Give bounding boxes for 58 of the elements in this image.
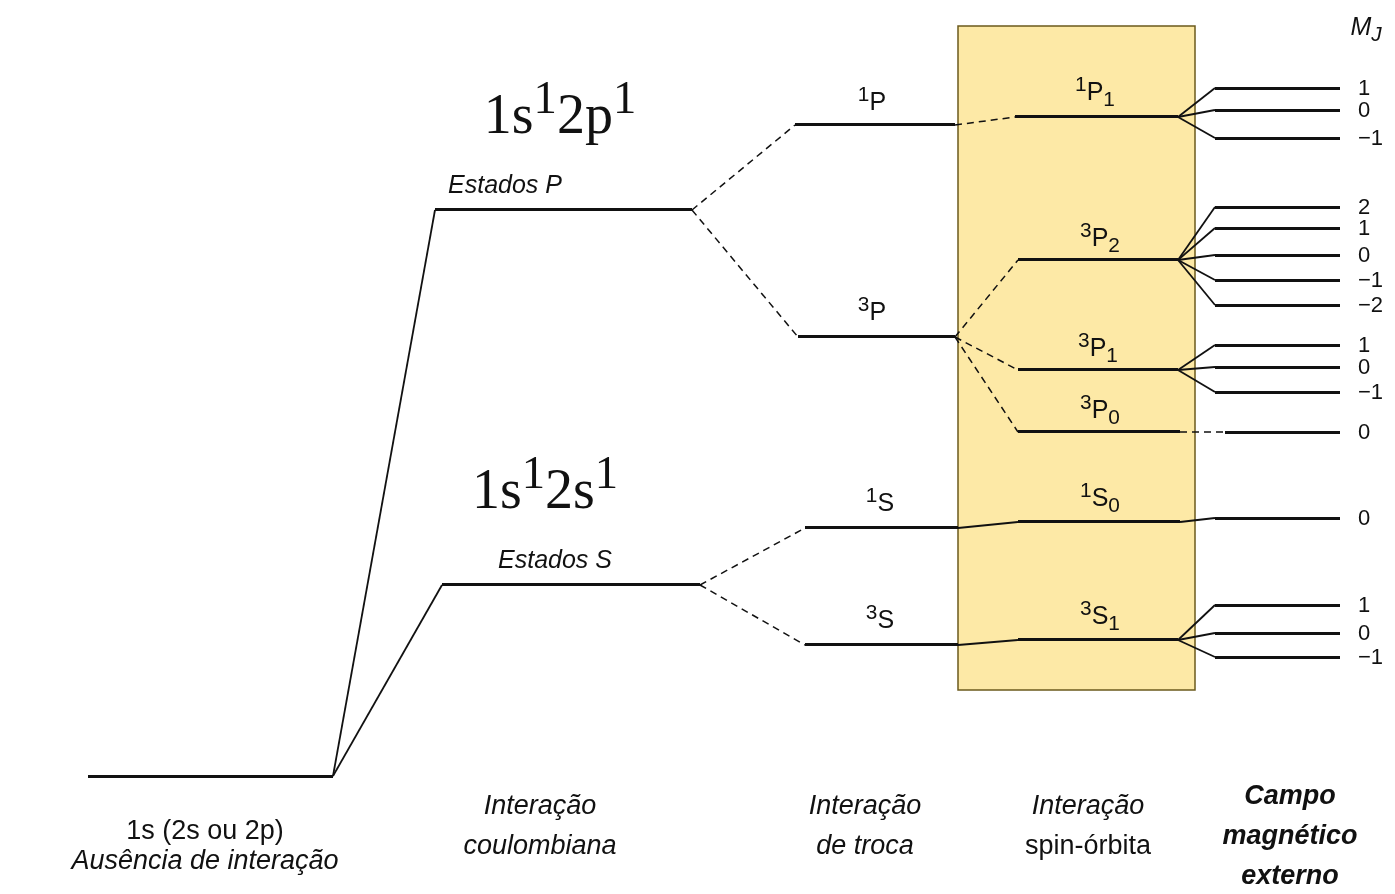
connector-line (332, 584, 443, 777)
dashed-connector (1179, 431, 1226, 433)
connector-line (1177, 369, 1216, 393)
connector-line (957, 521, 1019, 529)
quantum-number: −1 (1358, 125, 1384, 151)
quantum-number: 1 (1358, 592, 1371, 618)
term-symbol: $^{3}$P (857, 292, 887, 327)
quantum-number: −1 (1358, 267, 1384, 293)
connector-line (1177, 259, 1216, 306)
connector-line (1177, 366, 1216, 371)
term-symbol: $^{1}$S$_{0}$ (1080, 478, 1120, 518)
connector-line (1177, 604, 1216, 641)
dashed-connector (699, 584, 806, 646)
column-caption: Campo magnético externo (1221, 779, 1359, 892)
quantum-number: 0 (1358, 505, 1371, 531)
term-symbol: $^{1}$P$_{1}$ (1075, 72, 1115, 112)
level-group-label: Estados S (498, 545, 612, 574)
dashed-connector (691, 124, 796, 211)
quantum-number: 0 (1358, 242, 1371, 268)
connector-line (1177, 632, 1216, 641)
connector-line (1177, 87, 1216, 118)
connector-line (1179, 517, 1216, 523)
dashed-connector (954, 336, 1019, 433)
dashed-connector (691, 209, 799, 338)
connector-line (1177, 259, 1216, 281)
connector-line (1177, 227, 1216, 261)
column-caption: Interação de troca (807, 789, 923, 862)
column-caption: Interação spin-órbita (1023, 789, 1153, 862)
connector-line (1177, 254, 1216, 261)
connector-line (332, 209, 436, 777)
column-caption: Interação coulombiana (462, 789, 618, 862)
connector-line (1177, 344, 1216, 371)
term-symbol: $^{3}$P$_{1}$ (1078, 328, 1118, 368)
term-symbol: $^{1}$S (865, 483, 895, 518)
connector-line (1177, 639, 1216, 658)
connector-line (1177, 116, 1216, 139)
configuration-label: 1s$^{1}$2p$^{1}$ (483, 70, 637, 146)
energy-level-line (88, 775, 333, 778)
term-symbol: $^{3}$S (865, 600, 895, 635)
connector-line (1177, 206, 1216, 261)
quantum-number: −1 (1358, 379, 1384, 405)
column-caption: Ausência de interação (71, 845, 339, 877)
quantum-number-heading: M$_{J}$ (1350, 11, 1382, 47)
term-symbol: $^{1}$P (857, 82, 887, 117)
term-symbol: $^{3}$S$_{1}$ (1080, 596, 1120, 636)
quantum-number: 0 (1358, 419, 1371, 445)
column-caption: 1s (2s ou 2p) (126, 814, 284, 847)
term-symbol: $^{3}$P$_{0}$ (1080, 390, 1120, 430)
dashed-connector (954, 259, 1019, 338)
level-group-label: Estados P (448, 170, 562, 199)
connector-line (957, 639, 1019, 646)
dashed-connector (954, 116, 1016, 126)
configuration-label: 1s$^{1}$2s$^{1}$ (471, 445, 619, 521)
quantum-number: −1 (1358, 644, 1384, 670)
term-symbol: $^{3}$P$_{2}$ (1080, 218, 1120, 258)
connector-line (1177, 109, 1216, 118)
quantum-number: 0 (1358, 620, 1371, 646)
quantum-number: −2 (1358, 292, 1384, 318)
